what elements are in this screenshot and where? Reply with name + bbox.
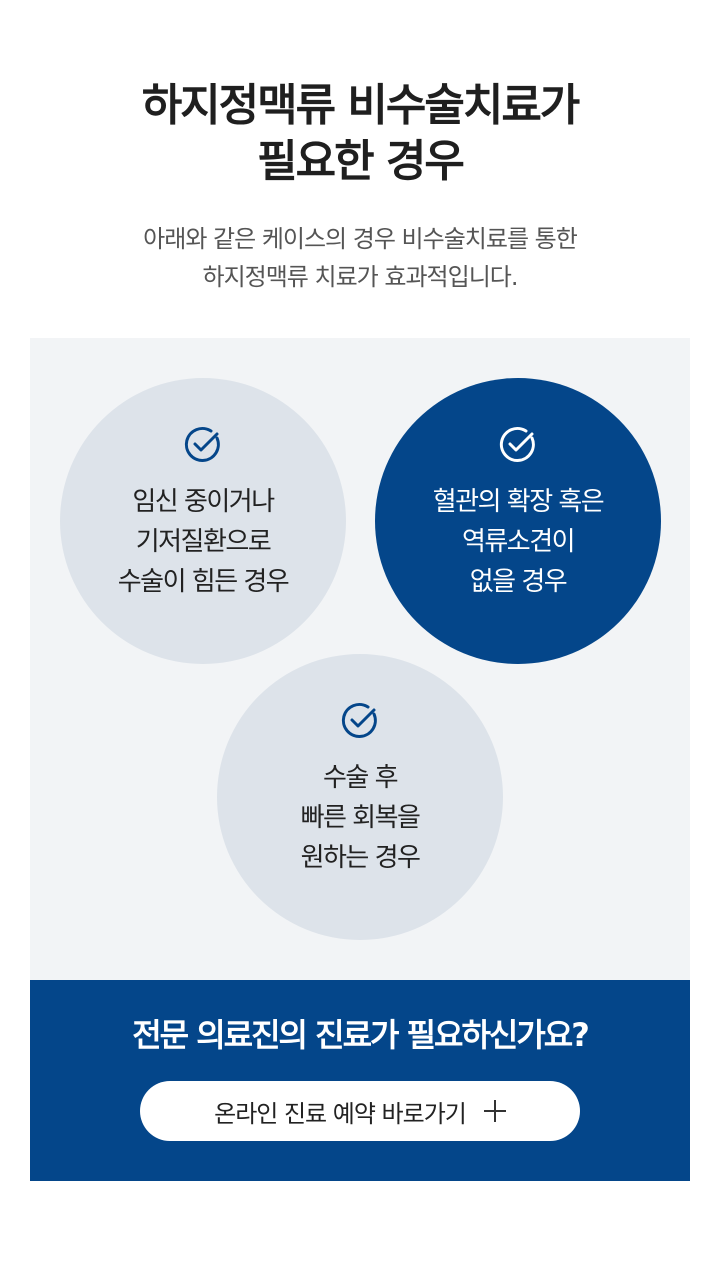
online-reservation-label: 온라인 진료 예약 바로가기 [214, 1099, 467, 1128]
page-title: 하지정맥류 비수술치료가 필요한 경우 [0, 78, 720, 190]
check-circle-icon [184, 426, 220, 462]
case-line: 혈관의 확장 혹은 [432, 487, 605, 517]
case-line: 기저질환으로 [135, 527, 272, 557]
subtitle-line-2: 하지정맥류 치료가 효과적입니다. [202, 263, 518, 291]
case-card-pregnancy: 임신 중이거나 기저질환으로 수술이 힘든 경우 [60, 378, 346, 664]
case-card-no-reflux: 혈관의 확장 혹은 역류소견이 없을 경우 [375, 378, 661, 664]
plus-icon [483, 1100, 506, 1122]
page-subtitle: 아래와 같은 케이스의 경우 비수술치료를 통한 하지정맥류 치료가 효과적입니… [0, 220, 720, 296]
case-card-fast-recovery: 수술 후 빠른 회복을 원하는 경우 [217, 654, 503, 940]
case-text: 임신 중이거나 기저질환으로 수술이 힘든 경우 [117, 482, 290, 602]
title-line-2: 필요한 경우 [257, 136, 465, 187]
case-line: 수술 후 [322, 763, 399, 793]
subtitle-line-1: 아래와 같은 케이스의 경우 비수술치료를 통한 [143, 225, 578, 253]
cta-question: 전문 의료진의 진료가 필요하신가요? [132, 1016, 590, 1054]
check-circle-icon [341, 702, 377, 738]
case-text: 혈관의 확장 혹은 역류소견이 없을 경우 [432, 482, 605, 602]
case-line: 원하는 경우 [300, 843, 421, 873]
cases-panel: 임신 중이거나 기저질환으로 수술이 힘든 경우 혈관의 확장 혹은 역류소견이… [30, 338, 690, 980]
case-line: 임신 중이거나 [132, 487, 275, 517]
case-line: 역류소견이 [461, 527, 576, 557]
online-reservation-button[interactable]: 온라인 진료 예약 바로가기 [140, 1081, 580, 1141]
case-line: 없을 경우 [469, 567, 568, 597]
case-line: 수술이 힘든 경우 [117, 567, 290, 597]
case-line: 빠른 회복을 [300, 803, 421, 833]
title-line-1: 하지정맥류 비수술치료가 [141, 80, 581, 131]
cta-banner: 전문 의료진의 진료가 필요하신가요? 온라인 진료 예약 바로가기 [30, 980, 690, 1181]
check-circle-icon [499, 426, 535, 462]
case-text: 수술 후 빠른 회복을 원하는 경우 [300, 758, 421, 878]
